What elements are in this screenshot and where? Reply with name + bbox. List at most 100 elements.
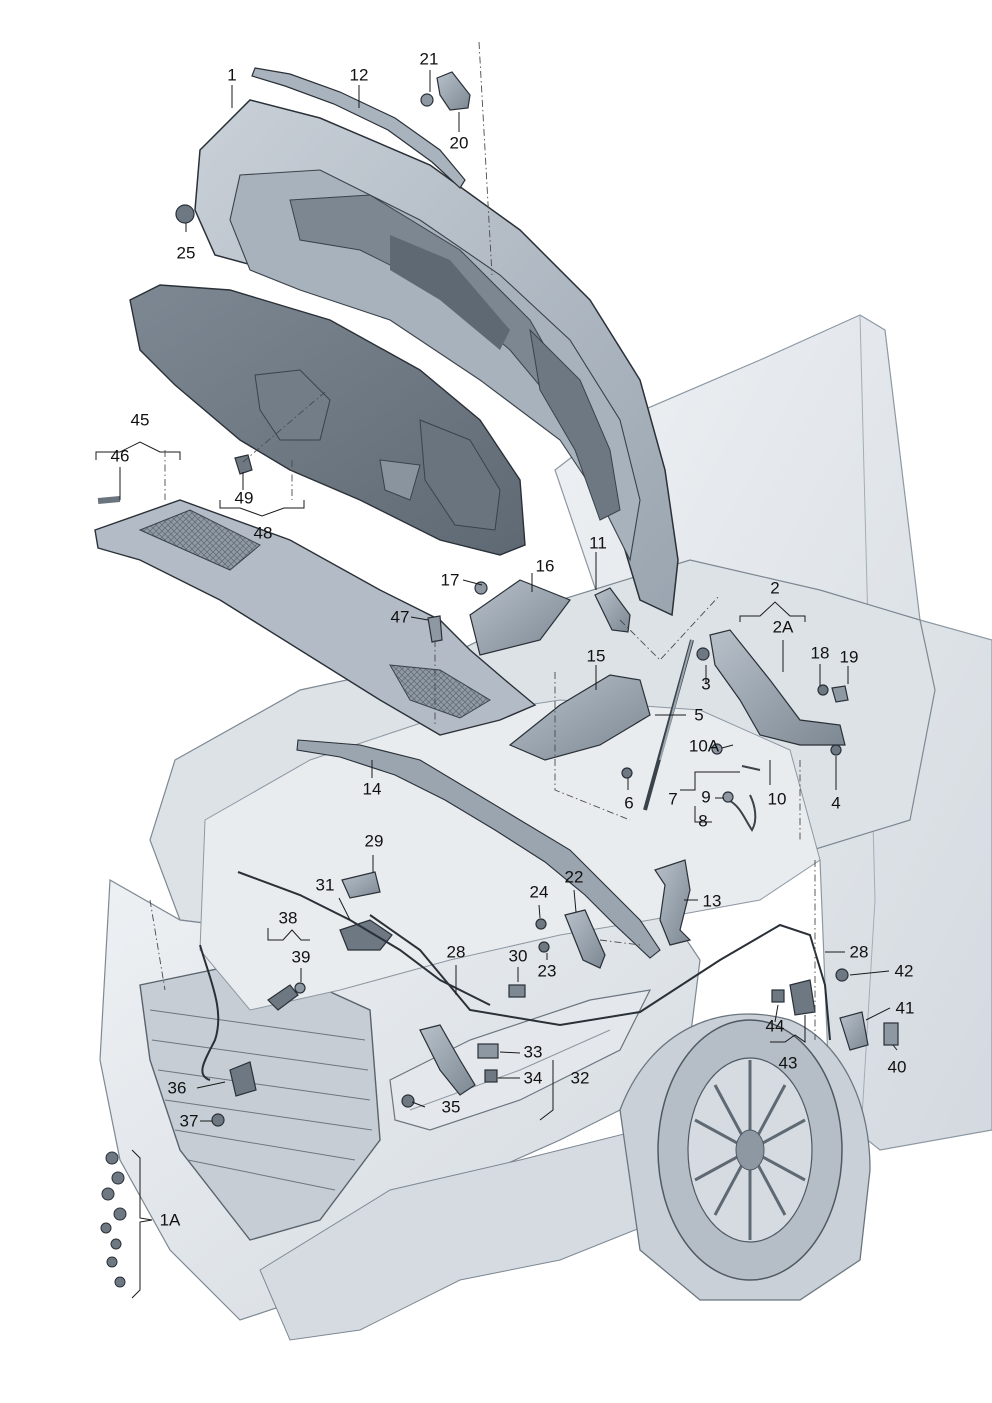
clip-49 [234,454,253,475]
buffer-40 [883,1022,899,1046]
callout-19: 19 [840,648,859,667]
screw-23 [538,941,550,953]
callout-6: 6 [624,794,633,813]
screw-24 [535,918,547,930]
callout-21: 21 [420,50,439,69]
callout-43: 43 [779,1054,798,1073]
callout-45: 45 [131,411,150,430]
plenum-panel-cover [94,499,537,736]
callout-47: 47 [391,608,410,627]
bracket-16 [469,579,571,656]
clip-39 [294,982,306,994]
callout-3: 3 [701,675,710,694]
callout-2: 2 [770,579,779,598]
seal-14 [296,739,661,959]
callout-7: 7 [668,790,677,809]
lock-32 [419,1024,476,1096]
assembly-lines [149,41,816,1040]
callout-30: 30 [509,947,528,966]
fastener-set-1A [100,1151,127,1288]
seal-strip-46 [97,496,121,504]
clip-17 [474,581,488,595]
callout-48: 48 [254,524,273,543]
switch-33 [477,1043,499,1059]
callout-13: 13 [703,892,722,911]
callout-18: 18 [811,644,830,663]
callout-37: 37 [180,1112,199,1131]
bracket-22 [564,909,606,969]
release-cable-28b [369,914,831,1041]
bolt-6 [621,767,633,779]
callout-39: 39 [292,948,311,967]
bolt-37 [211,1113,225,1127]
air-duct-13 [654,859,692,946]
callout-28-right: 28 [850,943,869,962]
callout-14: 14 [363,780,382,799]
screw-21 [420,93,434,107]
callout-34: 34 [524,1069,543,1088]
callout-8: 8 [698,812,707,831]
callout-17: 17 [441,571,460,590]
callout-10A: 10A [689,737,720,756]
hood-insulation-mat [129,284,526,556]
callout-9: 9 [701,788,710,807]
callout-labels: 1 12 21 20 25 45 46 49 48 11 2 2A 17 16 … [111,50,915,1230]
bracket-15 [508,674,651,761]
callout-15: 15 [587,647,606,666]
callout-33: 33 [524,1043,543,1062]
callout-32: 32 [571,1069,590,1088]
callout-29: 29 [365,832,384,851]
bolt-4 [830,744,842,756]
callout-46: 46 [111,447,130,466]
callout-24: 24 [530,883,549,902]
nut-3 [696,647,710,661]
leader-lines [95,70,898,1299]
connector-30 [508,984,526,998]
hood-seal-strip [251,67,466,189]
callout-44: 44 [766,1017,785,1036]
cable-36 [199,944,220,1081]
callout-20: 20 [450,134,469,153]
callout-1A: 1A [160,1211,181,1230]
lock-36 [229,1061,257,1097]
callout-40: 40 [888,1058,907,1077]
callout-25: 25 [177,244,196,263]
switch-9 [722,791,734,803]
callout-2A: 2A [773,618,794,637]
guide-43 [789,979,816,1016]
callout-31: 31 [316,876,335,895]
callout-23: 23 [538,962,557,981]
nut-10A [711,743,723,755]
screw-42 [835,968,849,982]
clip-34 [484,1069,498,1083]
bracket-41 [839,1011,869,1051]
callout-11: 11 [589,534,607,553]
clip-44 [771,989,785,1003]
callout-38: 38 [279,909,298,928]
callout-49: 49 [235,489,254,508]
callout-16: 16 [536,557,555,576]
callout-10: 10 [768,790,787,809]
callout-36: 36 [168,1079,187,1098]
callout-4: 4 [831,794,840,813]
callout-35: 35 [442,1098,461,1117]
cable-8 [727,794,757,832]
callout-22: 22 [565,868,584,887]
catch-bracket-20 [436,71,471,111]
bracket-19 [831,685,849,703]
contact-switch-10 [741,765,761,771]
callout-1: 1 [227,66,236,85]
clip-47 [427,615,443,643]
hinge-2 [709,629,846,746]
callout-5: 5 [694,706,703,725]
callout-41: 41 [896,999,915,1018]
buffer-25 [175,204,195,224]
screw-18 [817,684,829,696]
callout-28-left: 28 [447,943,466,962]
callout-12: 12 [350,66,369,85]
bolt-35 [401,1094,415,1108]
hood-panel [194,99,679,617]
handle-38 [267,984,299,1011]
cover-29 [341,871,381,899]
